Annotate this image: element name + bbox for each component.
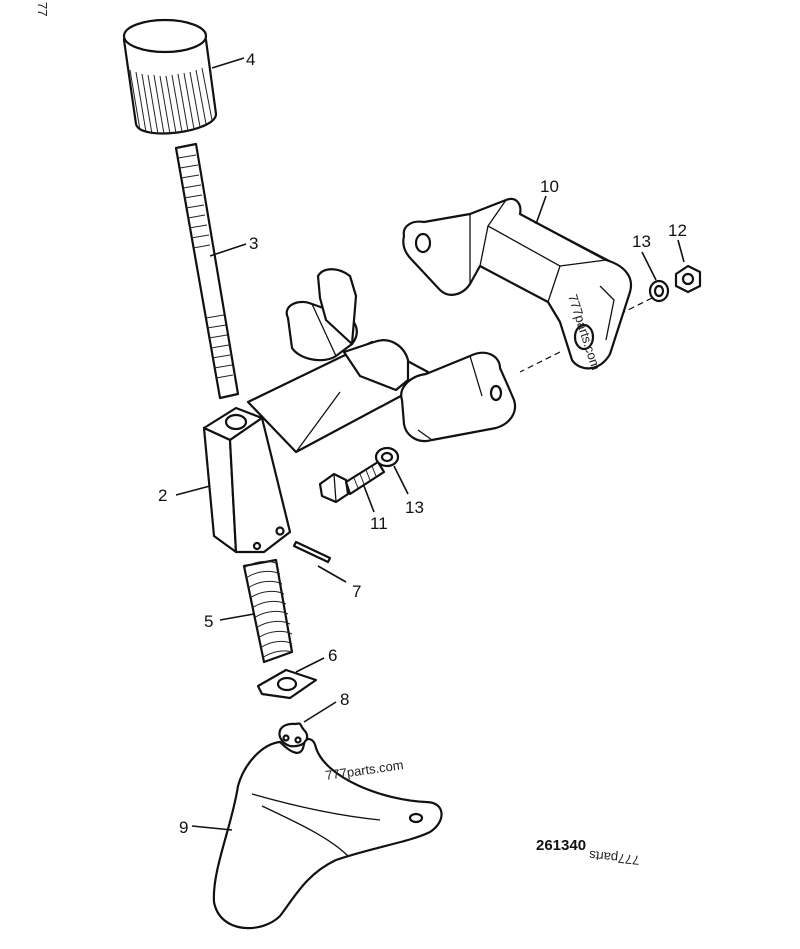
- callout-5: 5: [204, 612, 213, 631]
- leader-13-upper: [641, 251, 657, 281]
- leader-4: [211, 57, 245, 69]
- watermark-center: 777parts.com: [324, 757, 404, 783]
- part-4-knurled-knob: [122, 18, 218, 135]
- part-13-washer-lower: [374, 446, 400, 468]
- part-5-spring: [242, 558, 294, 664]
- part-2-housing-block: [202, 406, 292, 554]
- callout-6: 6: [328, 646, 337, 665]
- reference-number: 261340: [536, 837, 586, 854]
- part-9-foot-plate: [212, 738, 443, 930]
- part-12-nut: [674, 264, 702, 294]
- callout-12: 12: [668, 221, 687, 240]
- watermark-corner: 77: [35, 2, 50, 16]
- part-7-roll-pin: [292, 540, 332, 564]
- leader-5: [219, 613, 255, 621]
- leader-11: [363, 485, 375, 513]
- callout-7: 7: [352, 582, 361, 601]
- part-13-washer-upper: [648, 279, 670, 303]
- part-8-circlip: [278, 722, 309, 748]
- callout-9: 9: [179, 818, 188, 837]
- callout-2: 2: [158, 486, 167, 505]
- part-6-square-nut: [256, 668, 318, 700]
- callout-4: 4: [246, 50, 255, 69]
- leader-12: [677, 239, 685, 263]
- leader-6: [295, 657, 325, 673]
- part-11-bolt: [318, 460, 386, 504]
- callout-3: 3: [249, 234, 258, 253]
- leader-10: [535, 195, 547, 225]
- leader-13-lower: [393, 465, 409, 495]
- tube-carrier-assembly: [246, 268, 517, 454]
- callout-8: 8: [340, 690, 349, 709]
- leader-8: [303, 701, 337, 723]
- leader-9: [191, 825, 233, 831]
- callout-13-lower: 13: [405, 498, 424, 517]
- leader-7: [317, 565, 347, 583]
- leader-2: [175, 485, 211, 496]
- part-3-threaded-rod: [174, 142, 240, 400]
- leader-3: [209, 243, 247, 257]
- callout-13-upper: 13: [632, 232, 651, 251]
- watermark-flipped: 777parts: [588, 848, 640, 868]
- callout-11: 11: [370, 514, 388, 533]
- callout-10: 10: [540, 177, 559, 196]
- part-10-u-bracket: [402, 197, 633, 370]
